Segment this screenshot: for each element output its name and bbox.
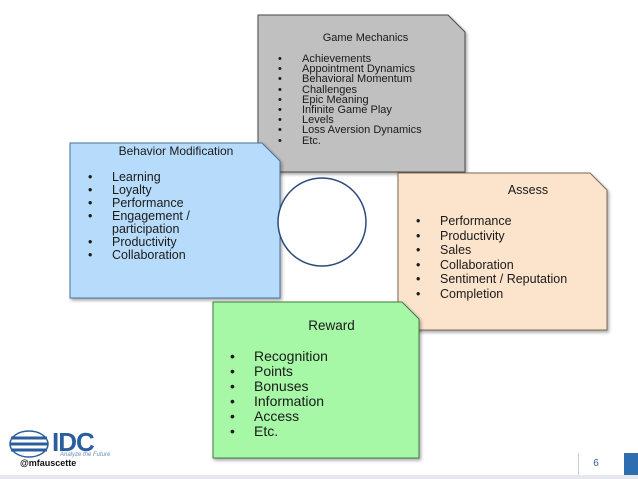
game-mechanics-title: Game Mechanics	[322, 32, 409, 44]
behavior-modification-title: Behavior Modification	[118, 144, 234, 158]
list-item: Levels	[278, 115, 463, 126]
list-item: Etc.	[278, 135, 463, 146]
list-item: Epic Meaning	[278, 94, 463, 105]
behavior-modification-list: Learning Loyalty Performance Engagement …	[72, 171, 272, 263]
list-item: Productivity	[416, 229, 606, 244]
list-item: Sales	[416, 243, 606, 258]
list-item: Behavioral Momentum	[278, 74, 463, 85]
assess-title: Assess	[507, 183, 549, 197]
game-mechanics-box: Game Mechanics Achievements Appointment …	[258, 32, 463, 146]
list-item: Completion	[416, 287, 606, 302]
game-mechanics-list: Achievements Appointment Dynamics Behavi…	[258, 53, 463, 146]
reward-box: Reward Recognition Points Bonuses Inform…	[214, 318, 419, 439]
list-item: Bonuses	[230, 379, 419, 395]
list-item: Productivity	[88, 236, 272, 250]
list-item: Collaboration	[88, 249, 272, 263]
globe-icon	[9, 430, 49, 458]
list-item: Recognition	[230, 349, 419, 365]
list-item: Points	[230, 364, 419, 380]
list-item: Etc.	[230, 424, 419, 440]
list-item: Engagement / participation	[88, 210, 220, 236]
assess-list: Performance Productivity Sales Collabora…	[400, 214, 606, 301]
list-item: Performance	[88, 197, 272, 211]
list-item: Performance	[416, 214, 606, 229]
list-item: Loss Aversion Dynamics	[278, 125, 463, 136]
list-item: Appointment Dynamics	[278, 64, 463, 75]
list-item: Collaboration	[416, 258, 606, 273]
behavior-modification-box: Behavior Modification Learning Loyalty P…	[72, 144, 272, 262]
list-item: Challenges	[278, 84, 463, 95]
center-circle	[277, 177, 367, 267]
logo-tagline: Analyze the Future	[60, 452, 111, 458]
footer-divider	[0, 475, 638, 479]
reward-list: Recognition Points Bonuses Information A…	[214, 349, 419, 440]
page-number: 6	[578, 453, 613, 475]
idc-logo: IDC Analyze the Future	[8, 427, 118, 462]
list-item: Access	[230, 409, 419, 425]
reward-title: Reward	[308, 318, 355, 333]
author-handle: @mfauscette	[20, 458, 77, 468]
list-item: Learning	[88, 171, 272, 185]
logo-text: IDC	[52, 427, 95, 457]
list-item: Loyalty	[88, 184, 272, 198]
assess-box: Assess Performance Productivity Sales Co…	[400, 183, 606, 301]
list-item: Sentiment / Reputation	[416, 272, 606, 287]
corner-accent	[624, 453, 638, 475]
list-item: Infinite Game Play	[278, 104, 463, 115]
list-item: Achievements	[278, 53, 463, 64]
list-item: Information	[230, 394, 419, 410]
